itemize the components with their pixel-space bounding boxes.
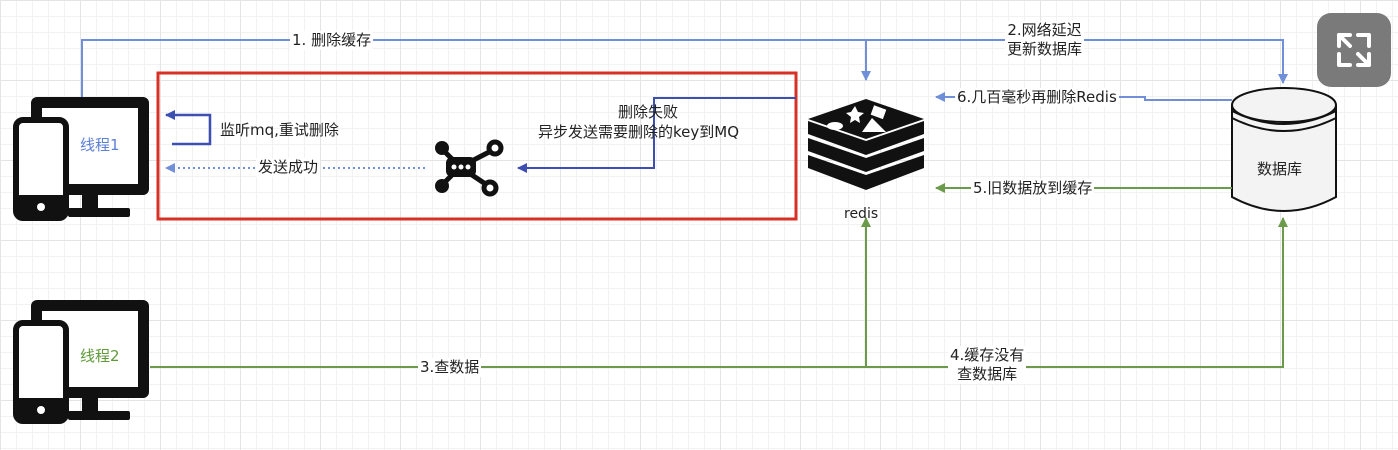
step6-label: 6.几百毫秒再删除Redis	[955, 88, 1119, 107]
thread2-label: 线程2	[80, 347, 120, 365]
step4-line1: 4.缓存没有	[950, 346, 1025, 364]
flow-delete-failed	[517, 97, 796, 173]
flow-listen-retry	[165, 110, 212, 146]
listen-retry-label: 监听mq,重试删除	[220, 121, 339, 139]
step3-label: 3.查数据	[418, 358, 482, 377]
retry-highlight-box	[156, 71, 798, 221]
step2-label: 2.网络延迟 更新数据库	[1005, 21, 1085, 59]
expand-icon	[1337, 33, 1371, 67]
flow-delete-cache	[81, 39, 871, 97]
phone-icon	[13, 320, 69, 424]
step2-line1: 2.网络延迟	[1007, 21, 1082, 39]
thread2-node[interactable]	[13, 300, 149, 424]
database-icon[interactable]	[1231, 87, 1337, 212]
thread1-node[interactable]	[13, 97, 149, 221]
flow-query-db	[866, 217, 1288, 368]
step4-line2: 查数据库	[957, 365, 1018, 383]
phone-icon	[13, 117, 69, 221]
expand-button[interactable]	[1317, 13, 1391, 87]
send-success-label: 发送成功	[256, 158, 321, 177]
thread1-label: 线程1	[80, 136, 120, 154]
message-queue-icon	[435, 139, 504, 197]
step2-line2: 更新数据库	[1007, 40, 1083, 58]
redis-label: redis	[844, 206, 879, 222]
flow-query-data	[150, 217, 871, 368]
step4-label: 4.缓存没有 查数据库	[948, 346, 1027, 384]
async-send-label: 异步发送需要删除的key到MQ	[538, 123, 740, 141]
database-label: 数据库	[1257, 160, 1303, 178]
step5-label: 5.旧数据放到缓存	[971, 179, 1095, 198]
delete-failed-label: 删除失败	[618, 103, 679, 121]
redis-logo-icon	[808, 99, 924, 190]
step1-label: 1. 删除缓存	[290, 31, 374, 50]
